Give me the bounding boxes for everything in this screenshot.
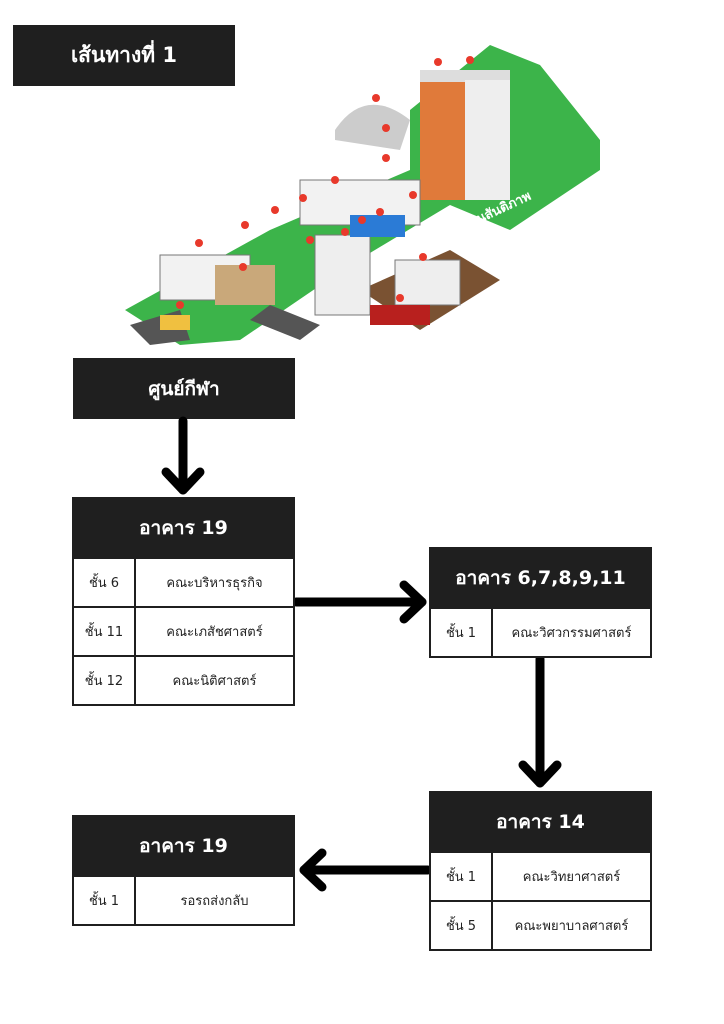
table-row: ชั้น 5 คณะพยาบาลศาสตร์ [431,900,650,949]
route-title: เส้นทางที่ 1 [13,25,235,86]
building-table: อาคาร 6,7,8,9,11 ชั้น 1 คณะวิศวกรรมศาสตร์ [429,547,652,658]
start-sports-center: ศูนย์กีฬา [73,358,295,419]
faculty-cell: คณะนิติศาสตร์ [172,674,257,689]
map-building [160,315,190,330]
building-name: อาคาร 14 [431,793,650,851]
map-dome-building [335,104,410,150]
floor-cell: ชั้น 6 [74,559,136,606]
floor-cell: ชั้น 5 [431,902,493,949]
floor-cell: ชั้น 11 [74,608,136,655]
faculty-cell: คณะวิศวกรรมศาสตร์ [511,626,632,641]
map-building [394,259,461,306]
building-table: อาคาร 19 ชั้น 6 คณะบริหารธุรกิจ ชั้น 11 คณ… [72,497,295,706]
building-name: อาคาร 6,7,8,9,11 [431,549,650,607]
building-name: อาคาร 19 [74,817,293,875]
faculty-cell: คณะพยาบาลศาสตร์ [514,919,629,934]
map-road [250,305,320,340]
map-building [314,234,371,316]
table-row: ชั้น 1 รอรถส่งกลับ [74,875,293,924]
faculty-cell: รอรถส่งกลับ [180,894,249,909]
table-row: ชั้น 12 คณะนิติศาสตร์ [74,655,293,704]
building-name: อาคาร 19 [74,499,293,557]
table-row: ชั้น 1 คณะวิศวกรรมศาสตร์ [431,607,650,656]
campus-map-illustration: สวนสันติภาพ [125,45,600,345]
floor-cell: ชั้น 1 [431,853,493,900]
table-row: ชั้น 6 คณะบริหารธุรกิจ [74,557,293,606]
building-table: อาคาร 14 ชั้น 1 คณะวิทยาศาสตร์ ชั้น 5 คณะพ… [429,791,652,951]
faculty-cell: คณะบริหารธุรกิจ [166,576,263,591]
table-row: ชั้น 11 คณะเภสัชศาสตร์ [74,606,293,655]
map-location-pin-icons [176,56,474,309]
arrow-down-icon [518,654,562,788]
map-roof [370,305,430,325]
faculty-cell: คณะวิทยาศาสตร์ [522,870,621,885]
arrow-right-icon [291,580,427,624]
building-table: อาคาร 19 ชั้น 1 รอรถส่งกลับ [72,815,295,926]
arrow-down-icon [161,416,205,495]
faculty-cell: คณะเภสัชศาสตร์ [166,625,263,640]
floor-cell: ชั้น 12 [74,657,136,704]
map-building [215,265,275,305]
arrow-left-icon [299,848,433,892]
floor-cell: ชั้น 1 [431,609,493,656]
floor-cell: ชั้น 1 [74,877,136,924]
table-row: ชั้น 1 คณะวิทยาศาสตร์ [431,851,650,900]
